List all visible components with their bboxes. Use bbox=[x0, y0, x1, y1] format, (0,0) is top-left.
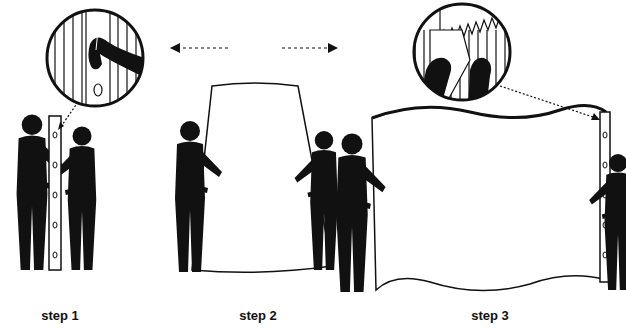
step-label: step 3 bbox=[471, 308, 509, 323]
step-one-figure bbox=[17, 0, 150, 270]
step-label: step 1 bbox=[41, 308, 79, 323]
step-label: step 2 bbox=[239, 308, 277, 323]
step-two-figure bbox=[170, 43, 338, 272]
step-three-figure bbox=[336, 0, 626, 292]
